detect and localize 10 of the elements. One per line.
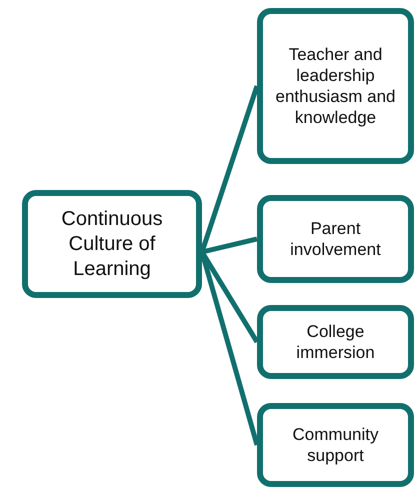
- box-label: College immersion: [295, 320, 376, 364]
- rounded-box: [257, 403, 414, 487]
- box-label: Community support: [292, 424, 380, 466]
- rounded-box: [257, 195, 414, 283]
- box-label: Parent involvement: [289, 218, 382, 260]
- box-label: Teacher and leadership enthusiasm and knowledge: [274, 44, 397, 128]
- rounded-box: [22, 190, 202, 298]
- rounded-box: [257, 8, 414, 164]
- rounded-box: [257, 305, 414, 379]
- box-label: Continuous Culture of Learning: [60, 206, 164, 282]
